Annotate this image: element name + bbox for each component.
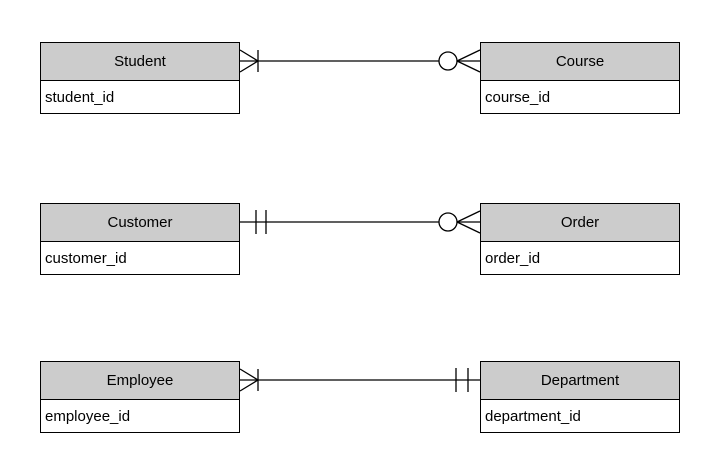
entity-field: employee_id	[41, 400, 239, 432]
connector-customer-order	[240, 210, 481, 234]
entity-department: Department department_id	[480, 361, 680, 433]
entity-course: Course course_id	[480, 42, 680, 114]
exactly-one-icon	[255, 210, 267, 234]
entity-customer: Customer customer_id	[40, 203, 240, 275]
entity-employee: Employee employee_id	[40, 361, 240, 433]
entity-order: Order order_id	[480, 203, 680, 275]
entity-field: student_id	[41, 81, 239, 113]
zero-or-many-icon	[438, 210, 481, 234]
entity-title: Order	[481, 204, 679, 242]
entity-field: customer_id	[41, 242, 239, 274]
entity-title: Department	[481, 362, 679, 400]
entity-title: Student	[41, 43, 239, 81]
exactly-one-icon	[455, 368, 469, 392]
entity-title: Customer	[41, 204, 239, 242]
connector-student-course	[239, 49, 481, 73]
one-or-many-icon	[239, 368, 259, 392]
entity-title: Course	[481, 43, 679, 81]
one-or-many-icon	[239, 49, 259, 73]
entity-field: course_id	[481, 81, 679, 113]
entity-title: Employee	[41, 362, 239, 400]
connector-employee-department	[239, 368, 480, 392]
zero-or-many-icon	[438, 49, 481, 73]
entity-field: department_id	[481, 400, 679, 432]
entity-field: order_id	[481, 242, 679, 274]
entity-student: Student student_id	[40, 42, 240, 114]
